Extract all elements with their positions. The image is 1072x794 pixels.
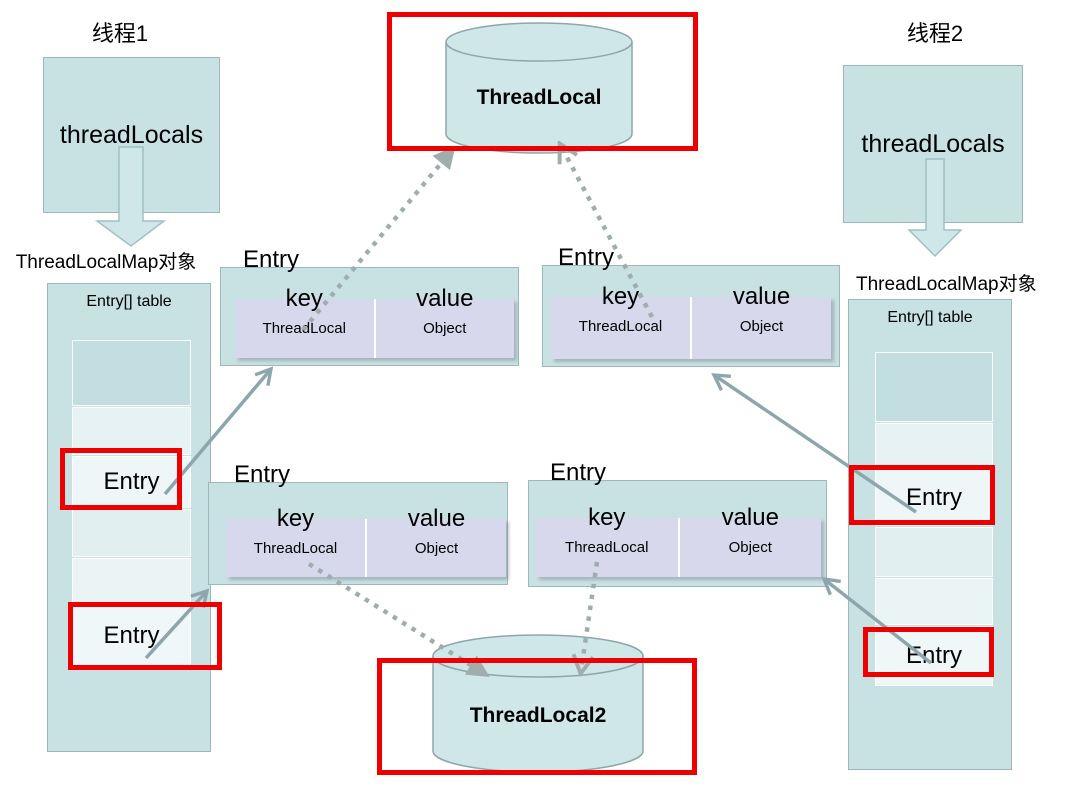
array-slot [875,578,993,625]
value-column: value Object [690,283,831,359]
key-column: key ThreadLocal [235,285,374,358]
thread2-entry-table-box: Entry[] table Entry Entry [848,299,1012,770]
value-header: value [721,504,779,531]
entry-table-3-kv: key ThreadLocal value Object [226,505,506,577]
array-slot [875,423,993,468]
key-cell: ThreadLocal [578,318,663,335]
entry-table-2: Entry key ThreadLocal value Object [542,244,840,367]
threadlocal-cylinder [445,22,633,154]
entry-label: Entry [103,622,160,649]
thread2-entry1-cell: Entry [875,469,993,526]
threadlocal-cylinder-label: ThreadLocal [476,86,602,109]
array-slot [875,352,993,422]
thread1-map-label: ThreadLocalMap对象 [15,252,197,273]
cylinder-top [445,22,633,62]
thread1-entry-table-label: Entry[] table [86,293,172,310]
value-header: value [416,285,474,312]
key-header: key [276,505,315,532]
array-slot [72,509,191,557]
thread2-map-label: ThreadLocalMap对象 [856,274,1037,295]
thread2-threadlocals-box: threadLocals [843,65,1023,223]
value-header: value [732,283,791,310]
key-column: key ThreadLocal [551,283,690,359]
key-column: key ThreadLocal [536,504,678,577]
entry-table-1: Entry key ThreadLocal value Object [220,246,519,366]
entry-table-4: Entry key ThreadLocal value Object [528,459,827,587]
entry-table-3-title: Entry [234,461,291,488]
array-slot [72,340,191,406]
value-cell: Object [739,318,784,335]
thread2-entry-array: Entry Entry [875,352,993,687]
entry-table-2-title: Entry [558,244,615,271]
cylinder-body [445,42,633,154]
entry-label: Entry [905,642,962,669]
entry-table-1-title: Entry [243,246,300,273]
key-cell: ThreadLocal [565,539,649,556]
thread2-entry2-cell: Entry [875,626,993,686]
value-column: value Object [365,505,506,577]
key-header: key [601,283,640,310]
value-column: value Object [373,285,515,358]
entry-table-1-kv: key ThreadLocal value Object [235,285,515,358]
entry-label: Entry [905,483,962,511]
thread1-entry1-cell: Entry [72,456,191,508]
array-slot [72,558,191,604]
cylinder-top [432,634,644,678]
value-cell: Object [423,320,467,337]
thread1-entry2-cell: Entry [72,605,191,667]
entry-table-3: Entry key ThreadLocal value Object [208,461,508,585]
thread1-threadlocals-box: threadLocals [43,57,220,213]
thread1-threadlocals-label: threadLocals [59,120,204,149]
thread2-title: 线程2 [906,21,964,46]
threadlocal2-cylinder-label: ThreadLocal2 [469,704,607,727]
value-column: value Object [677,504,822,577]
key-header: key [588,504,626,531]
thread1-title: 线程1 [91,21,149,46]
thread2-threadlocals-label: threadLocals [861,129,1005,158]
thread1-entry-array: Entry Entry [72,340,191,668]
key-cell: ThreadLocal [262,320,346,337]
key-cell: ThreadLocal [253,540,338,557]
thread1-entry-table-box: Entry[] table Entry Entry [47,283,211,752]
entry-table-4-title: Entry [550,459,607,486]
thread2-entry-table-label: Entry[] table [887,309,973,326]
entry-table-2-kv: key ThreadLocal value Object [551,283,831,359]
value-cell: Object [728,539,772,556]
array-slot [72,407,191,455]
array-slot [875,527,993,577]
entry-label: Entry [103,468,160,495]
value-header: value [407,505,466,532]
entry-table-4-kv: key ThreadLocal value Object [536,504,822,577]
key-header: key [285,285,323,312]
key-column: key ThreadLocal [226,505,365,577]
value-cell: Object [414,540,459,557]
